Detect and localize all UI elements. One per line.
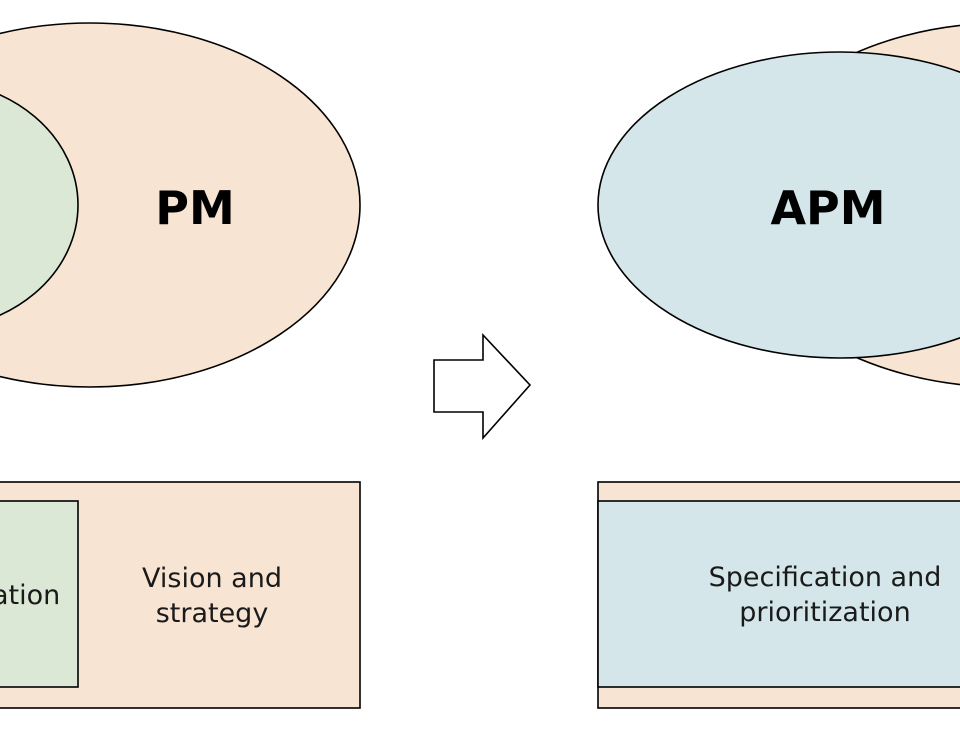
- apm-inner-ellipse: [597, 51, 960, 359]
- pm-box-label-line1: Vision and: [142, 563, 282, 594]
- apm-label: APM: [770, 181, 885, 235]
- pm-outer-ellipse: [0, 22, 361, 388]
- arrow-right-icon: [433, 332, 532, 441]
- pm-box-label-line2: strategy: [156, 598, 269, 629]
- pm-box-inner-label: ation: [0, 580, 60, 611]
- apm-box: Specification and prioritization: [597, 481, 960, 709]
- apm-box-label-line2: prioritization: [739, 597, 910, 628]
- pm-inner-ellipse: [0, 94, 79, 316]
- pm-venn: PM: [0, 22, 361, 388]
- apm-box-label-line1: Specification and: [709, 562, 942, 593]
- apm-box-inner: [597, 500, 960, 688]
- pm-label: PM: [155, 181, 235, 235]
- pm-box-inner: [0, 500, 79, 688]
- pm-box: ation Vision and strategy: [0, 481, 361, 709]
- apm-venn: APM: [597, 24, 960, 386]
